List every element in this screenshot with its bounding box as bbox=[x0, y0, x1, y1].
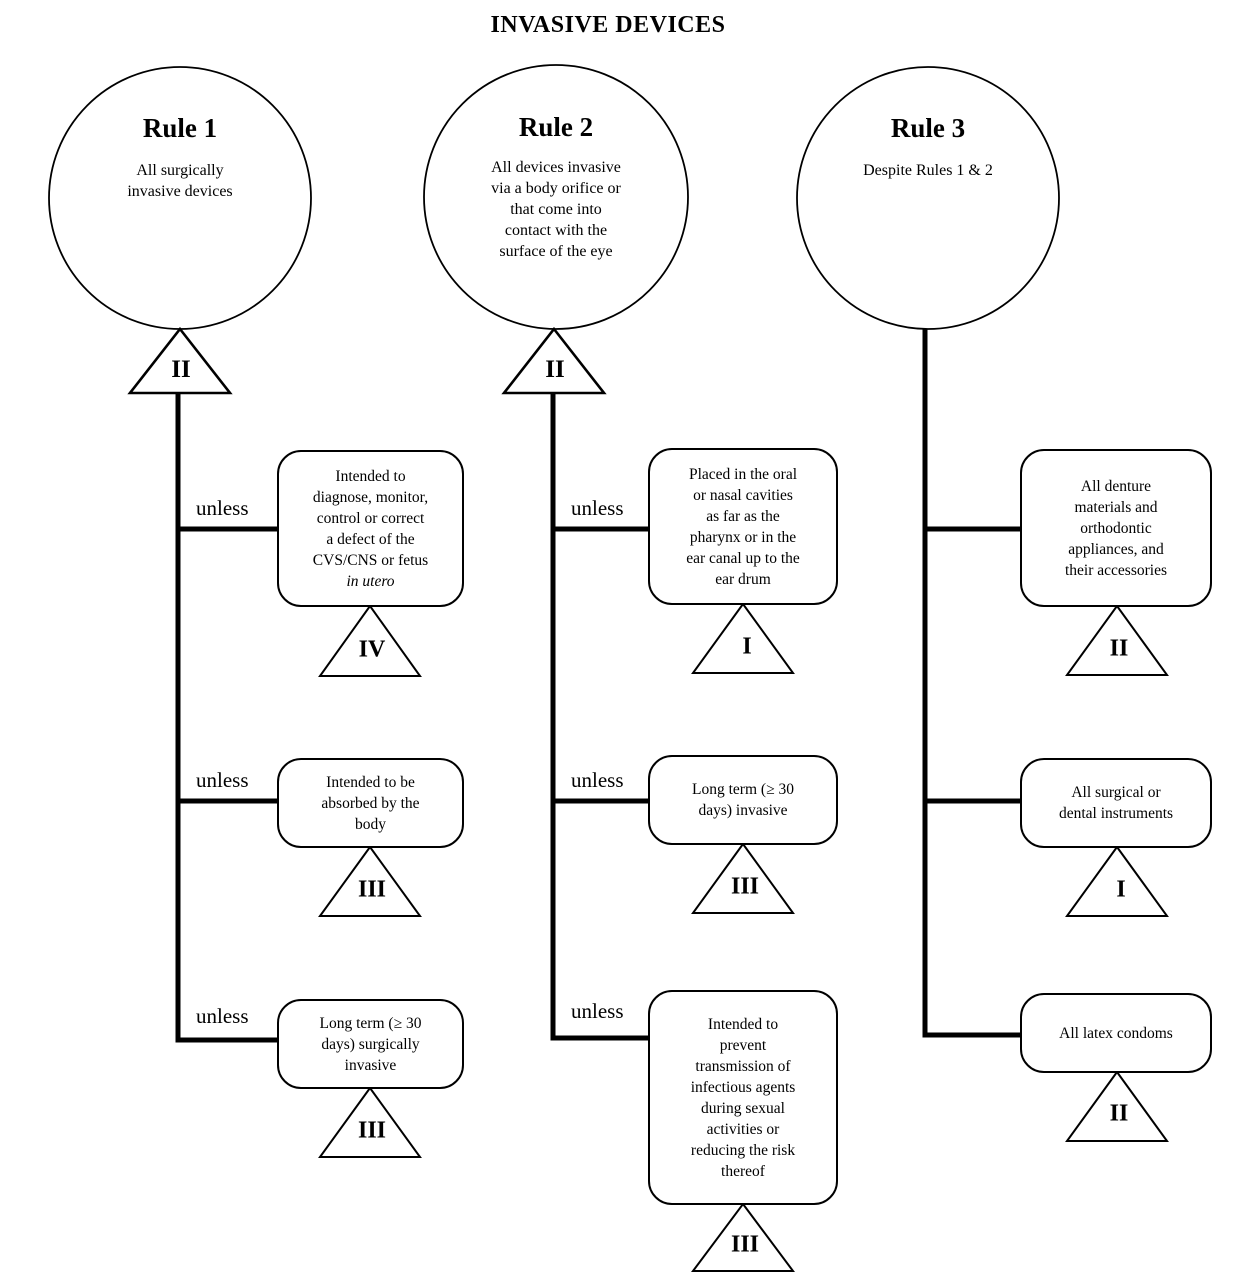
outcome-class-rule1-2: III bbox=[357, 876, 387, 903]
rule-2-class-triangle bbox=[501, 326, 607, 395]
outcome-class-rule2-3: III bbox=[730, 1231, 760, 1258]
outcome-class-rule2-2: III bbox=[730, 873, 760, 900]
rule-3-description: Despite Rules 1 & 2 bbox=[863, 162, 993, 179]
outcome-triangle-rule3-3 bbox=[1065, 1070, 1169, 1142]
unless-label-rule1-1: unless bbox=[196, 496, 249, 520]
outcome-triangle-rule3-2 bbox=[1065, 845, 1169, 917]
condition-text: Intended to prevent transmission of infe… bbox=[690, 1015, 796, 1180]
rule-1-class-triangle bbox=[127, 326, 233, 395]
outcome-triangle-rule3-1 bbox=[1065, 604, 1169, 676]
rule-3-circle bbox=[796, 66, 1060, 330]
outcome-class-rule1-3: III bbox=[357, 1117, 387, 1144]
rule-1-class-label: II bbox=[171, 356, 191, 383]
condition-box-rule1-1: Intended to diagnose, monitor, control o… bbox=[277, 450, 464, 607]
rule-2-title: Rule 2 bbox=[518, 112, 594, 142]
rule-1-description: All surgically invasive devices bbox=[127, 162, 233, 200]
condition-box-rule1-3: Long term (≥ 30 days) surgically invasiv… bbox=[277, 999, 464, 1089]
outcome-triangle-rule2-2 bbox=[691, 842, 795, 914]
rule-3-trunk-line bbox=[922, 328, 1023, 1038]
outcome-triangle-rule1-1 bbox=[318, 604, 422, 677]
rule-2-circle bbox=[423, 64, 689, 330]
rule-1-trunk-line bbox=[175, 393, 279, 1043]
page-title: INVASIVE DEVICES bbox=[490, 12, 726, 38]
outcome-class-rule3-1: II bbox=[1109, 635, 1129, 662]
unless-label-rule2-1: unless bbox=[571, 496, 624, 520]
condition-text-italic: in utero bbox=[346, 572, 395, 590]
rule-2-trunk-line bbox=[550, 393, 651, 1041]
rule-2-class-label: II bbox=[545, 356, 565, 383]
condition-text: Intended to be absorbed by the body bbox=[321, 773, 420, 833]
outcome-triangle-rule2-1 bbox=[691, 602, 795, 674]
condition-text: Long term (≥ 30 days) invasive bbox=[692, 781, 794, 819]
condition-text: Long term (≥ 30 days) surgically invasiv… bbox=[319, 1014, 422, 1074]
rule-3-title: Rule 3 bbox=[890, 113, 966, 143]
condition-text: All denture materials and orthodontic ap… bbox=[1065, 477, 1167, 579]
unless-label-rule2-2: unless bbox=[571, 768, 624, 792]
unless-label-rule1-2: unless bbox=[196, 768, 249, 792]
unless-label-rule2-3: unless bbox=[571, 999, 624, 1023]
outcome-triangle-rule1-3 bbox=[318, 1086, 422, 1158]
condition-text: Placed in the oral or nasal cavities as … bbox=[686, 465, 800, 588]
unless-label-rule1-3: unless bbox=[196, 1004, 249, 1028]
rule-2-description: All devices invasive via a body orifice … bbox=[491, 159, 621, 260]
outcome-triangle-rule2-3 bbox=[691, 1202, 795, 1272]
condition-box-rule1-2: Intended to be absorbed by the body bbox=[277, 758, 464, 848]
condition-text: Intended to diagnose, monitor, control o… bbox=[312, 467, 429, 569]
condition-box-rule2-2: Long term (≥ 30 days) invasive bbox=[648, 755, 838, 845]
condition-box-rule3-2: All surgical or dental instruments bbox=[1020, 758, 1212, 848]
outcome-class-rule3-3: II bbox=[1109, 1100, 1129, 1127]
outcome-class-rule3-2: I bbox=[1116, 876, 1126, 903]
condition-box-rule3-3: All latex condoms bbox=[1020, 993, 1212, 1073]
condition-text: All latex condoms bbox=[1059, 1024, 1173, 1042]
condition-box-rule3-1: All denture materials and orthodontic ap… bbox=[1020, 449, 1212, 607]
outcome-class-rule2-1: I bbox=[742, 633, 752, 660]
condition-box-rule2-3: Intended to prevent transmission of infe… bbox=[648, 990, 838, 1205]
rule-1-title: Rule 1 bbox=[142, 113, 218, 143]
condition-box-rule2-1: Placed in the oral or nasal cavities as … bbox=[648, 448, 838, 605]
condition-text: All surgical or dental instruments bbox=[1058, 784, 1174, 822]
outcome-triangle-rule1-2 bbox=[318, 845, 422, 917]
outcome-class-rule1-1: IV bbox=[358, 636, 386, 663]
